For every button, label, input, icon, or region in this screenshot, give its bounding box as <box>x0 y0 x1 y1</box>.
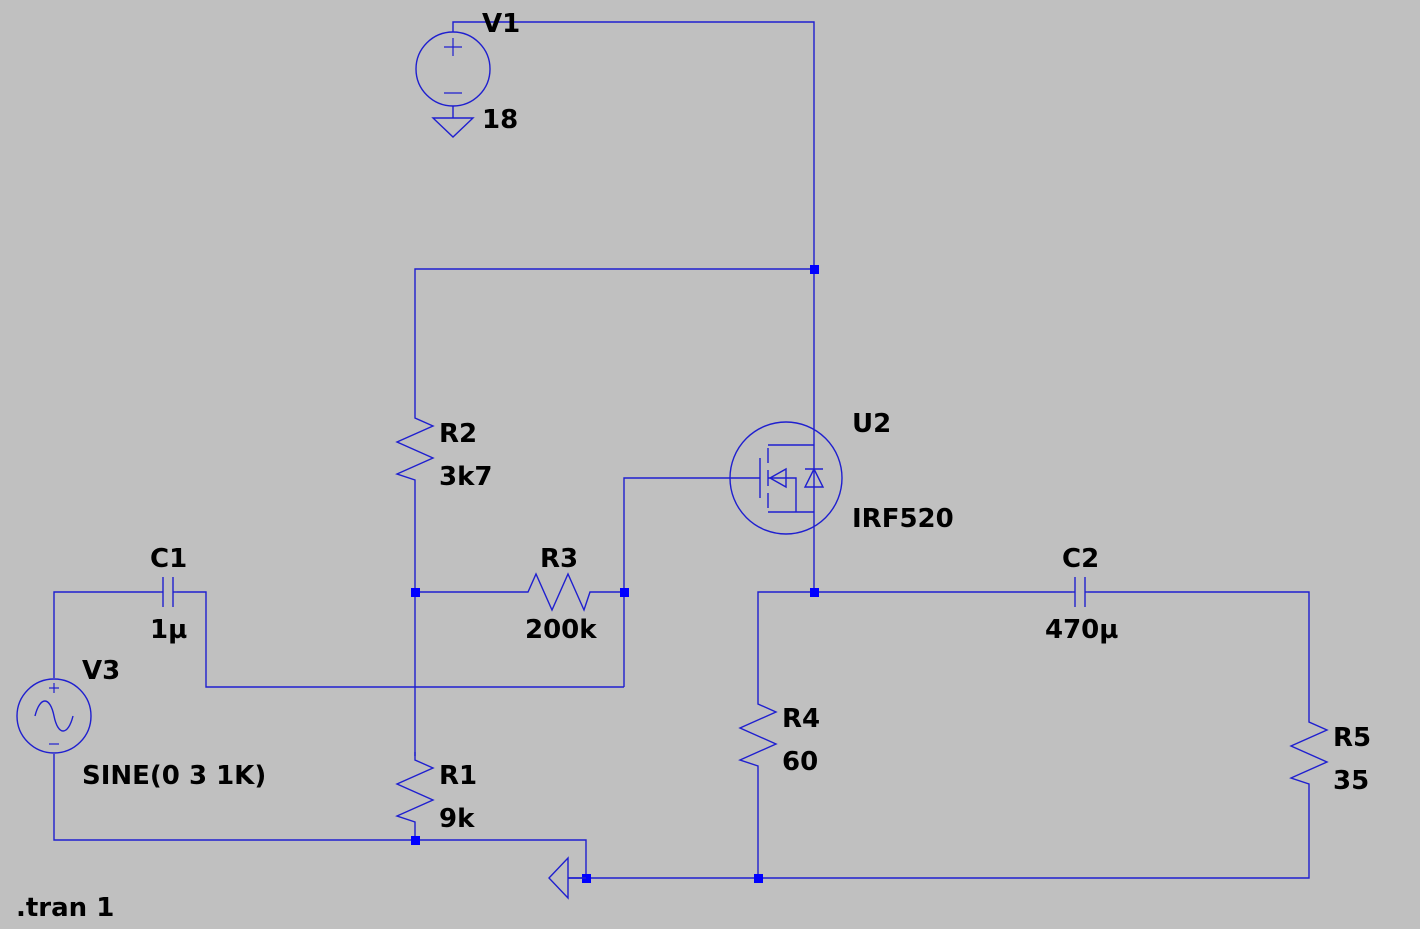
capacitor-c2[interactable] <box>1072 577 1088 607</box>
resistor-r5[interactable] <box>1289 714 1329 792</box>
r1-value-label: 9k <box>439 804 475 834</box>
r4-ref-label: R4 <box>782 704 820 734</box>
resistor-r3[interactable] <box>520 572 597 612</box>
v3-value-label: SINE(0 3 1K) <box>82 761 266 791</box>
wire-supply[interactable] <box>452 21 815 269</box>
sine-source-v3[interactable] <box>16 677 92 754</box>
c2-value-label: 470µ <box>1045 615 1118 645</box>
wire-c2-right[interactable] <box>1088 591 1310 714</box>
junction-node <box>754 874 763 883</box>
resistor-r4[interactable] <box>738 697 778 772</box>
junction-node <box>582 874 591 883</box>
spice-directive[interactable]: .tran 1 <box>16 893 114 923</box>
wire-source-node[interactable] <box>757 591 1072 697</box>
voltage-source-v1[interactable] <box>415 31 491 138</box>
sine-wave-icon <box>34 700 74 732</box>
c1-ref-label: C1 <box>150 544 187 574</box>
mosfet-u2[interactable] <box>729 421 843 535</box>
wires <box>53 21 1310 879</box>
resistor-r1[interactable] <box>395 752 435 832</box>
capacitor-c1[interactable] <box>160 577 177 607</box>
wire-ground-left[interactable] <box>53 754 587 878</box>
ground-icon <box>431 117 475 138</box>
wire-ground-rail[interactable] <box>568 792 1310 879</box>
junction-node <box>810 265 819 274</box>
u2-value-label: IRF520 <box>852 504 954 534</box>
resistor-r2[interactable] <box>395 410 435 486</box>
r2-ref-label: R2 <box>439 419 477 449</box>
r2-value-label: 3k7 <box>439 462 492 492</box>
junction-node <box>411 836 420 845</box>
wire-gate[interactable] <box>623 477 740 687</box>
v1-value-label: 18 <box>482 105 518 135</box>
u2-ref-label: U2 <box>852 409 891 439</box>
wire-c1-right[interactable] <box>177 591 624 688</box>
wire-c1-left[interactable] <box>53 591 160 677</box>
v1-ref-label: V1 <box>482 9 520 39</box>
r4-value-label: 60 <box>782 747 818 777</box>
junction-node <box>411 588 420 597</box>
r5-ref-label: R5 <box>1333 723 1371 753</box>
junction-node <box>620 588 629 597</box>
r3-value-label: 200k <box>525 615 597 645</box>
c2-ref-label: C2 <box>1062 544 1099 574</box>
junction-node <box>810 588 819 597</box>
v3-ref-label: V3 <box>82 656 120 686</box>
c1-value-label: 1µ <box>150 615 187 645</box>
ground-icon[interactable] <box>548 856 586 900</box>
junctions <box>411 265 819 883</box>
wire-r2-top[interactable] <box>414 268 814 410</box>
r1-ref-label: R1 <box>439 761 477 791</box>
r3-ref-label: R3 <box>540 544 578 574</box>
r5-value-label: 35 <box>1333 766 1369 796</box>
